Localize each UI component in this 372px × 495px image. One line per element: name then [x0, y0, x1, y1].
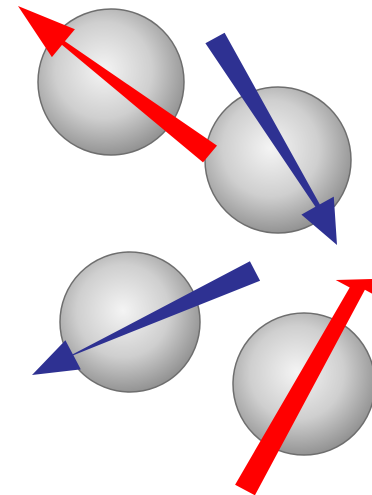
particle-bottom-left — [60, 252, 200, 392]
sphere-icon — [60, 252, 200, 392]
